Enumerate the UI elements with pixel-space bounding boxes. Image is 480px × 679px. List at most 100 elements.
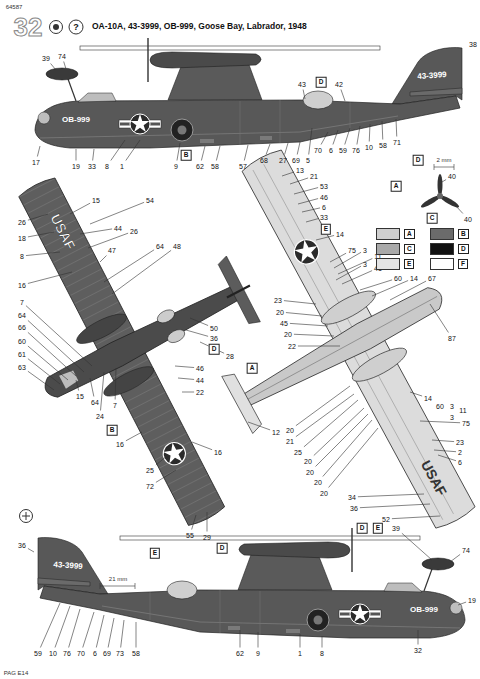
callout-number: 69 — [103, 650, 111, 657]
leader-line — [51, 64, 56, 71]
callout-number: 20 — [306, 469, 314, 476]
callout-number: 13 — [296, 167, 304, 174]
callout-number: 23 — [274, 297, 282, 304]
leader-line — [100, 256, 107, 263]
callout-number: 10 — [49, 650, 57, 657]
right-side-view — [38, 528, 465, 638]
leader-line — [28, 359, 60, 384]
callout-number: 20 — [304, 458, 312, 465]
callout-number: 6 — [322, 204, 326, 211]
callout-number: 66 — [18, 324, 26, 331]
callout-number: 19 — [72, 163, 80, 170]
callout-number: 25 — [294, 449, 302, 456]
propeller-detail — [437, 193, 443, 199]
callout-number: 68 — [260, 157, 268, 164]
decal-set-number: 32 — [14, 14, 43, 40]
bottom-plan-view — [244, 296, 437, 401]
callout-number: 1 — [298, 650, 302, 657]
leader-line — [322, 636, 323, 648]
leader-line — [190, 318, 208, 326]
callout-number: 43 — [298, 81, 306, 88]
color-flag: A — [391, 181, 402, 192]
top-plan-view — [217, 256, 261, 327]
leader-line — [342, 271, 372, 284]
callout-number: 58 — [211, 163, 219, 170]
callout-number: 62 — [236, 650, 244, 657]
callout-number: 47 — [108, 247, 116, 254]
legend-entry: A — [376, 228, 415, 240]
leader-line — [28, 214, 48, 220]
small-note: 64587 — [6, 4, 23, 10]
callout-number: 6 — [329, 147, 333, 154]
leader-line — [336, 266, 361, 280]
leader-line — [156, 455, 168, 465]
callout-number: 11 — [459, 407, 466, 414]
callout-number: 22 — [196, 389, 204, 396]
callout-number: 67 — [428, 275, 436, 282]
color-flag: E — [373, 523, 383, 534]
leader-line — [450, 554, 460, 562]
leader-line — [286, 313, 322, 316]
callout-number: 16 — [18, 282, 26, 289]
callout-number: 42 — [335, 81, 343, 88]
color-swatch — [376, 243, 400, 255]
leader-line — [432, 440, 454, 442]
callout-number: 76 — [352, 147, 360, 154]
leader-line — [402, 533, 432, 560]
leader-line — [178, 378, 194, 379]
callout-number: 59 — [34, 650, 42, 657]
leader-line — [316, 414, 369, 467]
callout-number: 44 — [196, 377, 204, 384]
top-plan-view — [159, 439, 189, 469]
leader-line — [302, 208, 320, 212]
leader-line — [330, 253, 346, 262]
small-note: 21 mm — [109, 576, 127, 582]
callout-number: 53 — [320, 183, 328, 190]
dimension-mark — [454, 164, 455, 170]
color-letter: B — [458, 229, 469, 240]
propeller-detail — [438, 174, 443, 196]
leader-line — [360, 504, 430, 508]
callout-number: 12 — [272, 429, 280, 436]
leader-line — [418, 630, 419, 645]
leader-line — [390, 281, 426, 300]
callout-number: 9 — [256, 650, 260, 657]
leader-line — [360, 280, 392, 290]
leader-line — [333, 130, 338, 145]
legend-entry: F — [430, 258, 468, 270]
leader-line — [26, 306, 92, 366]
leader-line — [28, 232, 54, 237]
aircraft-marking: OB-999 — [62, 116, 90, 124]
leader-line — [28, 548, 34, 552]
callout-number: 60 — [436, 403, 444, 410]
callout-number: 8 — [20, 253, 24, 260]
leader-line — [298, 199, 318, 204]
callout-number: 36 — [350, 505, 358, 512]
callout-number: 3 — [450, 414, 454, 421]
leader-line — [192, 515, 196, 530]
leader-line — [108, 618, 114, 648]
color-flag: D — [209, 344, 220, 355]
callout-number: 71 — [393, 139, 401, 146]
leader-line — [338, 259, 372, 274]
color-letter: C — [404, 244, 415, 255]
leader-line — [101, 372, 105, 411]
callout-number: 7 — [20, 299, 24, 306]
leader-line — [136, 622, 137, 648]
top-plan-view — [155, 307, 177, 325]
callout-number: 73 — [116, 650, 124, 657]
leader-line — [430, 304, 448, 333]
leader-line — [304, 400, 358, 447]
callout-number: 76 — [63, 650, 71, 657]
leader-line — [345, 128, 350, 145]
leader-line — [323, 420, 372, 477]
callout-number: 1 — [120, 163, 124, 170]
callout-number: 60 — [394, 275, 402, 282]
leader-line — [309, 128, 312, 155]
leader-line — [358, 494, 424, 497]
callout-number: 75 — [462, 420, 470, 427]
callout-number: 39 — [42, 55, 50, 62]
leader-line — [216, 146, 220, 161]
legend-entry: B — [430, 228, 469, 240]
